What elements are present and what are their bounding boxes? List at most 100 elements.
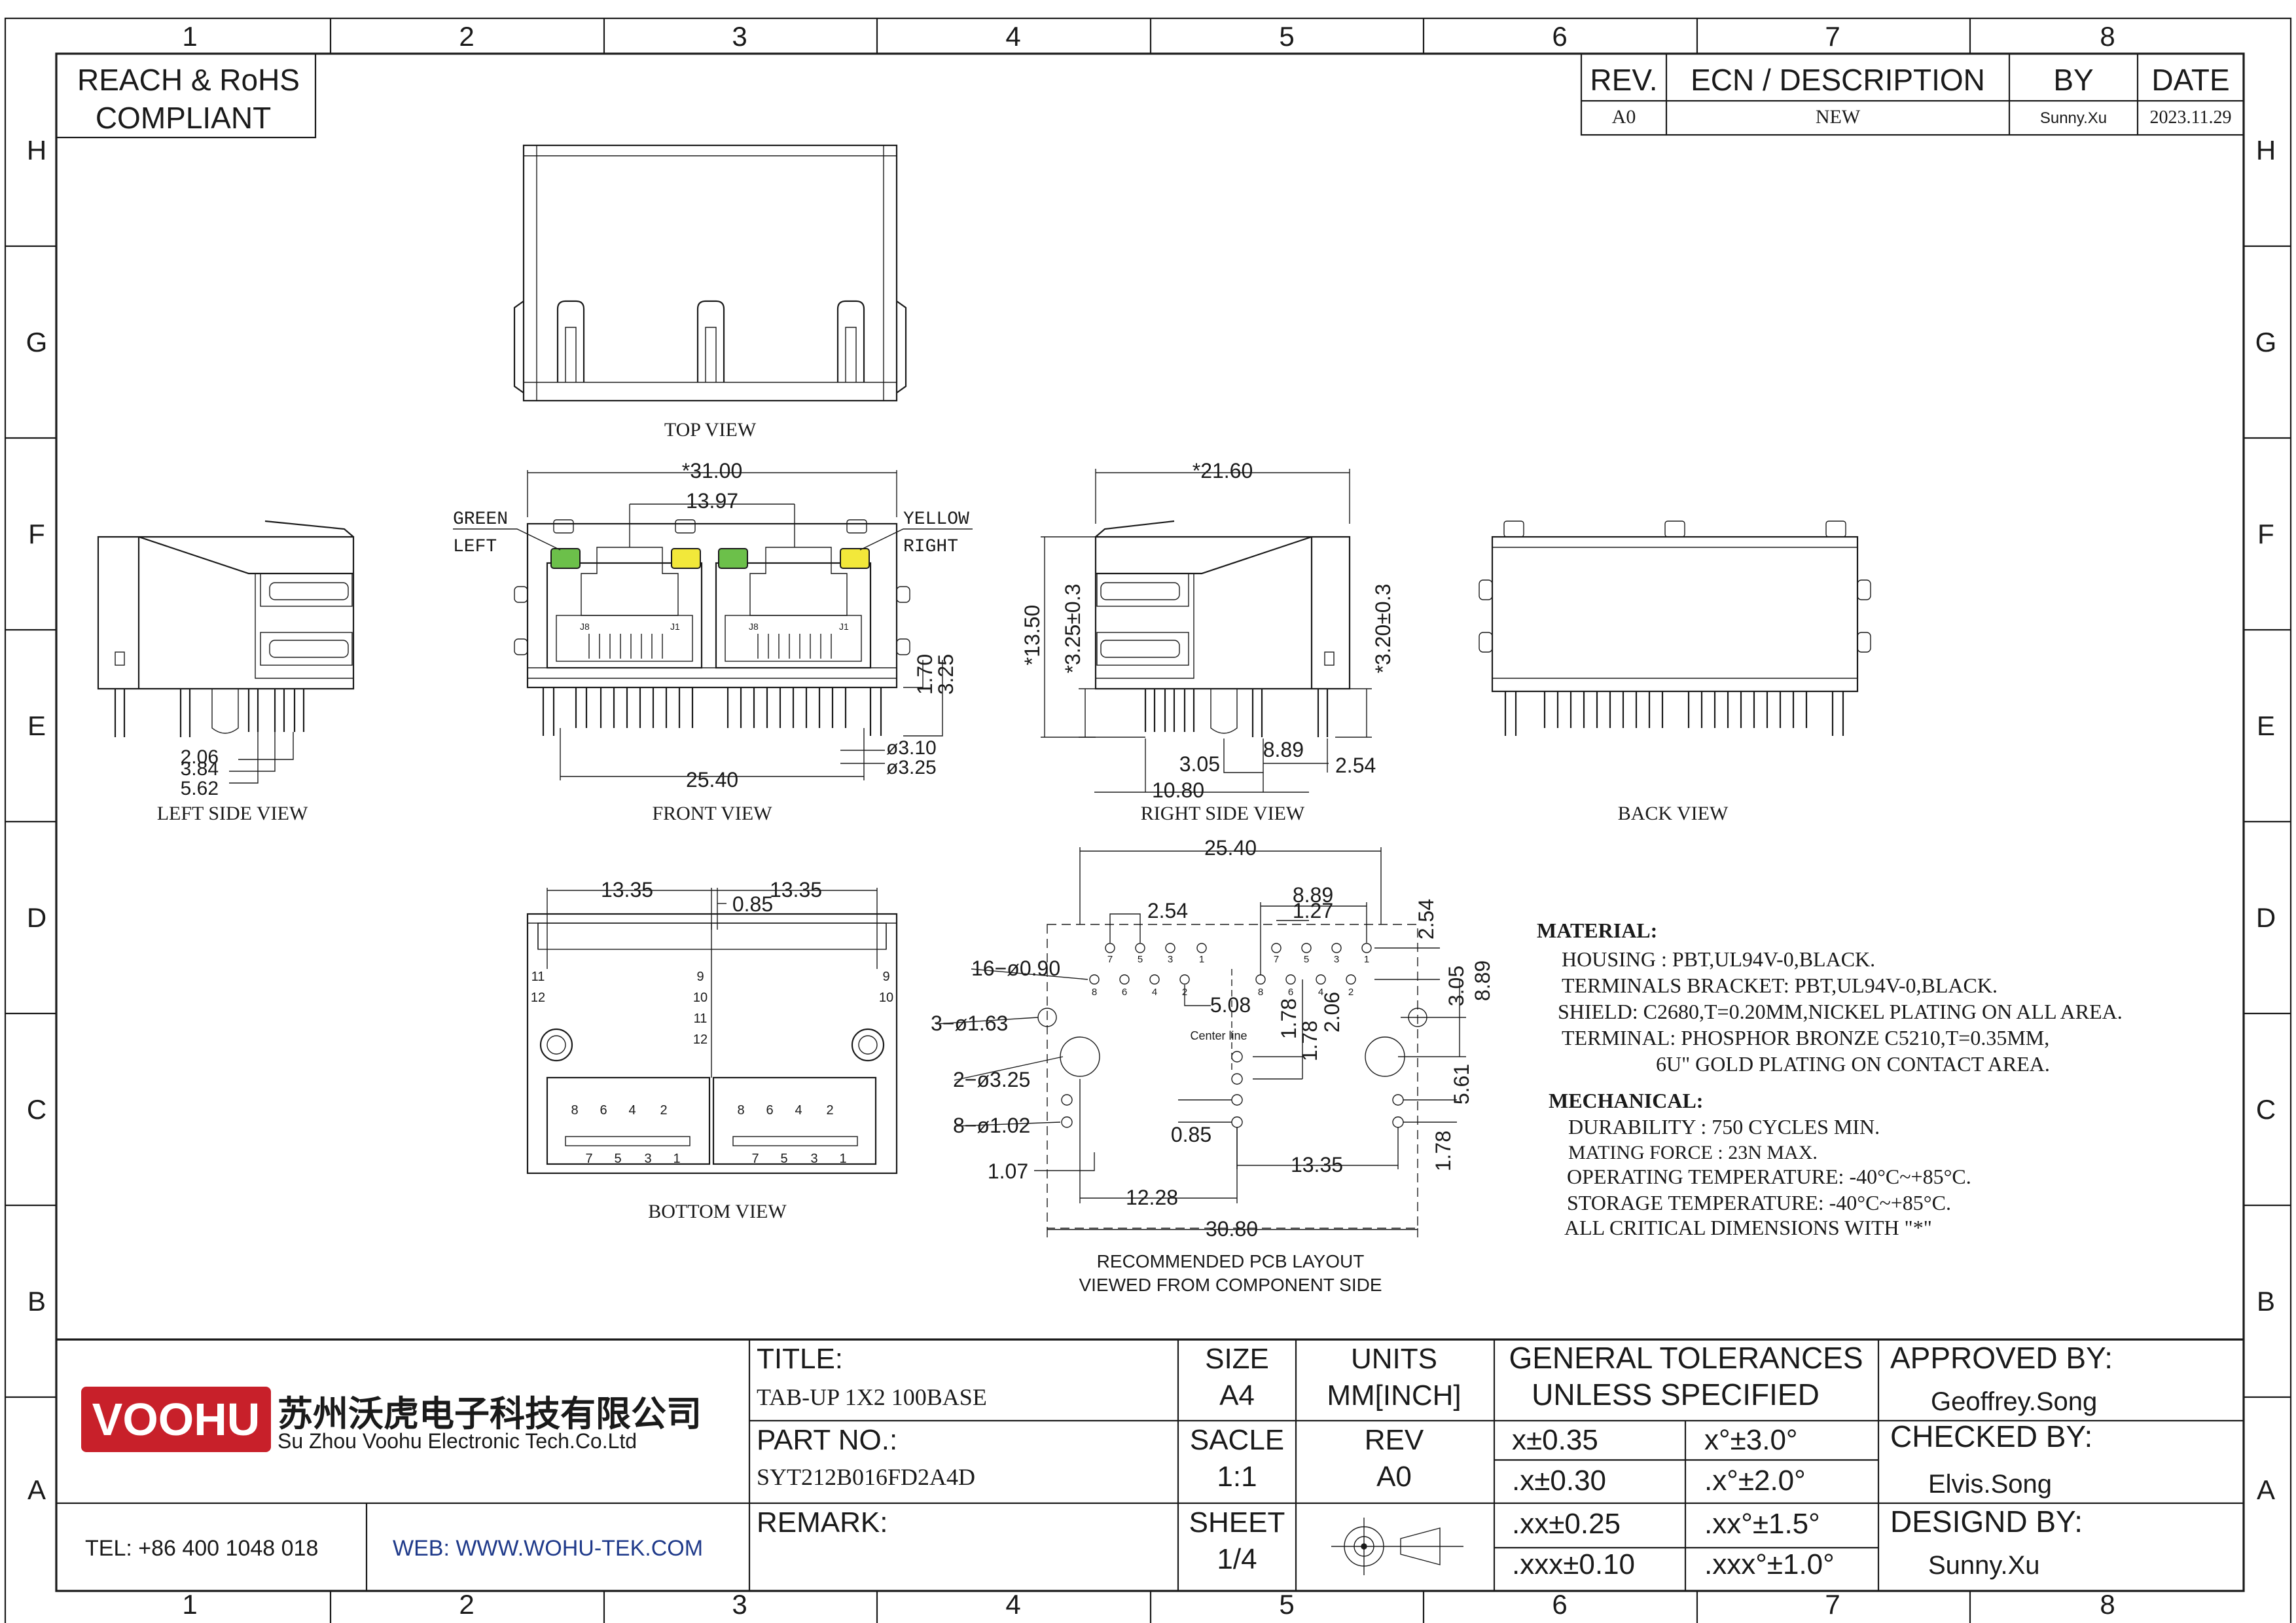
row-label-f: F xyxy=(28,519,45,549)
pcb-dim-v3: 1.78 xyxy=(1298,1021,1321,1061)
row-label-e: E xyxy=(27,710,46,741)
by-header: BY xyxy=(2053,63,2093,97)
front-left-j8: J8 xyxy=(580,621,590,632)
col-label-4-bottom: 4 xyxy=(1005,1589,1020,1620)
back-view-drawing: BACK VIEW xyxy=(1479,520,1871,824)
row-label-c: C xyxy=(27,1094,46,1125)
svg-text:8: 8 xyxy=(1092,987,1097,998)
svg-text:2: 2 xyxy=(660,1103,667,1118)
col-label-5: 5 xyxy=(1279,21,1294,52)
front-dim-ports: 13.97 xyxy=(686,489,738,513)
title-block: VOOHU 苏州沃虎电子科技有限公司 Su Zhou Voohu Electro… xyxy=(56,1338,2244,1591)
svg-text:5: 5 xyxy=(614,1152,621,1166)
mechanical-line-5: ALL CRITICAL DIMENSIONS WITH "*" xyxy=(1564,1216,1932,1239)
rev-value-block: A0 xyxy=(1376,1461,1412,1493)
ecn-value: NEW xyxy=(1816,106,1861,128)
material-line-3: SHIELD: C2680,T=0.20MM,NICKEL PLATING ON… xyxy=(1558,1000,2123,1023)
front-left-j1: J1 xyxy=(670,621,680,632)
compliance-line-1: REACH & RoHS xyxy=(77,63,300,97)
row-label-e-right: E xyxy=(2257,710,2275,741)
right-dim-depth: *21.60 xyxy=(1193,459,1253,483)
scale-label: SACLE xyxy=(1190,1424,1284,1456)
part-label: PART NO.: xyxy=(757,1424,897,1456)
by-value: Sunny.Xu xyxy=(2040,109,2107,127)
top-view-label: TOP VIEW xyxy=(664,419,757,441)
svg-text:12: 12 xyxy=(531,991,545,1005)
material-line-1: HOUSING : PBT,UL94V-0,BLACK. xyxy=(1562,947,1875,971)
pcb-dim-holes3: 3−ø1.63 xyxy=(931,1012,1008,1035)
left-dim-b: 3.84 xyxy=(181,758,219,780)
svg-text:3: 3 xyxy=(1168,954,1173,965)
svg-text:5: 5 xyxy=(1304,954,1309,965)
svg-text:10: 10 xyxy=(693,991,708,1005)
green-led-right-port xyxy=(718,548,748,569)
compliance-box: REACH & RoHS COMPLIANT xyxy=(55,52,317,139)
material-title: MATERIAL: xyxy=(1537,919,1657,942)
grid-labels: 1 2 3 4 5 6 7 8 1 2 3 4 5 6 7 8 H G F E … xyxy=(26,21,2277,1620)
row-label-h-right: H xyxy=(2256,135,2276,166)
front-dim-d2: ø3.25 xyxy=(886,757,937,778)
designed-label: DESIGND BY: xyxy=(1890,1504,2083,1539)
svg-text:4: 4 xyxy=(795,1103,802,1118)
svg-text:9: 9 xyxy=(696,970,704,984)
row-label-b: B xyxy=(27,1286,46,1317)
right-side-view-drawing: *21.60 *13.50 *3.25±0.3 *3.20±0.3 3.05 1… xyxy=(1020,459,1395,824)
bottom-view-label: BOTTOM VIEW xyxy=(648,1201,787,1222)
material-line-2: TERMINALS BRACKET: PBT,UL94V-0,BLACK. xyxy=(1562,974,1998,997)
mechanical-line-1: DURABILITY : 750 CYCLES MIN. xyxy=(1568,1115,1880,1139)
right-dim-b: 8.89 xyxy=(1263,738,1304,761)
left-side-view-drawing: 2.06 3.84 5.62 LEFT SIDE VIEW xyxy=(97,520,355,824)
scale-value: 1:1 xyxy=(1217,1461,1257,1493)
pcb-dim-v4: 2.06 xyxy=(1320,992,1344,1032)
front-right-j1: J1 xyxy=(839,621,849,632)
green-label-1: GREEN xyxy=(453,509,508,530)
svg-text:5: 5 xyxy=(1138,954,1143,965)
pcb-dim-p1: 8.89 xyxy=(1293,883,1333,907)
row-label-d: D xyxy=(27,902,46,933)
svg-text:3: 3 xyxy=(810,1152,817,1166)
svg-text:12: 12 xyxy=(693,1032,708,1047)
svg-text:1: 1 xyxy=(839,1152,846,1166)
company-tel: TEL: +86 400 1048 018 xyxy=(85,1536,318,1561)
rev-value: A0 xyxy=(1612,106,1636,128)
yellow-label-1: YELLOW xyxy=(903,509,969,530)
front-dim-h1: 1.70 xyxy=(913,654,937,695)
pcb-dim-v2: 1.78 xyxy=(1277,998,1300,1039)
tolerance-title-2: UNLESS SPECIFIED xyxy=(1532,1377,1820,1412)
tol-x3-deg: .xxx°±1.0° xyxy=(1704,1548,1835,1580)
company-name-cn: 苏州沃虎电子科技有限公司 xyxy=(278,1393,702,1434)
front-view-drawing: J8 J1 J8 J1 *31.00 xyxy=(453,459,973,824)
row-label-c-right: C xyxy=(2256,1094,2276,1125)
pcb-dim-p4: 2.54 xyxy=(1414,899,1438,939)
approved-label: APPROVED BY: xyxy=(1890,1341,2113,1375)
svg-text:7: 7 xyxy=(1107,954,1113,965)
mechanical-title: MECHANICAL: xyxy=(1549,1089,1703,1112)
col-label-5-bottom: 5 xyxy=(1279,1589,1294,1620)
company-logo-badge xyxy=(81,1387,271,1452)
row-label-g: G xyxy=(26,327,48,357)
right-dim-a: 3.05 xyxy=(1179,752,1220,776)
pcb-caption-2: VIEWED FROM COMPONENT SIDE xyxy=(1079,1275,1382,1295)
bottom-dim-gap: 0.85 xyxy=(732,892,773,916)
pcb-dim-v5: 3.05 xyxy=(1444,966,1468,1006)
col-label-4: 4 xyxy=(1005,21,1020,52)
remark-label: REMARK: xyxy=(757,1506,888,1539)
material-line-4: TERMINAL: PHOSPHOR BRONZE C5210,T=0.35MM… xyxy=(1562,1026,2049,1049)
pcb-dim-v7: 5.61 xyxy=(1450,1064,1473,1104)
col-label-7: 7 xyxy=(1825,21,1840,52)
svg-text:9: 9 xyxy=(882,970,889,984)
mechanical-line-4: STORAGE TEMPERATURE: -40°C~+85°C. xyxy=(1567,1191,1951,1214)
yellow-led-right-port xyxy=(840,548,870,569)
row-label-a-right: A xyxy=(2257,1474,2275,1505)
svg-text:5: 5 xyxy=(780,1152,787,1166)
col-label-1-bottom: 1 xyxy=(182,1589,197,1620)
title-value: TAB-UP 1X2 100BASE xyxy=(757,1384,987,1410)
svg-text:8: 8 xyxy=(1258,987,1263,998)
tol-x1: .x±0.30 xyxy=(1512,1465,1606,1497)
svg-text:7: 7 xyxy=(751,1152,759,1166)
yellow-led-left-port xyxy=(671,548,701,569)
front-dim-d1: ø3.10 xyxy=(886,737,937,759)
pcb-dim-v6: 8.89 xyxy=(1471,960,1494,1001)
svg-text:6: 6 xyxy=(600,1103,607,1118)
